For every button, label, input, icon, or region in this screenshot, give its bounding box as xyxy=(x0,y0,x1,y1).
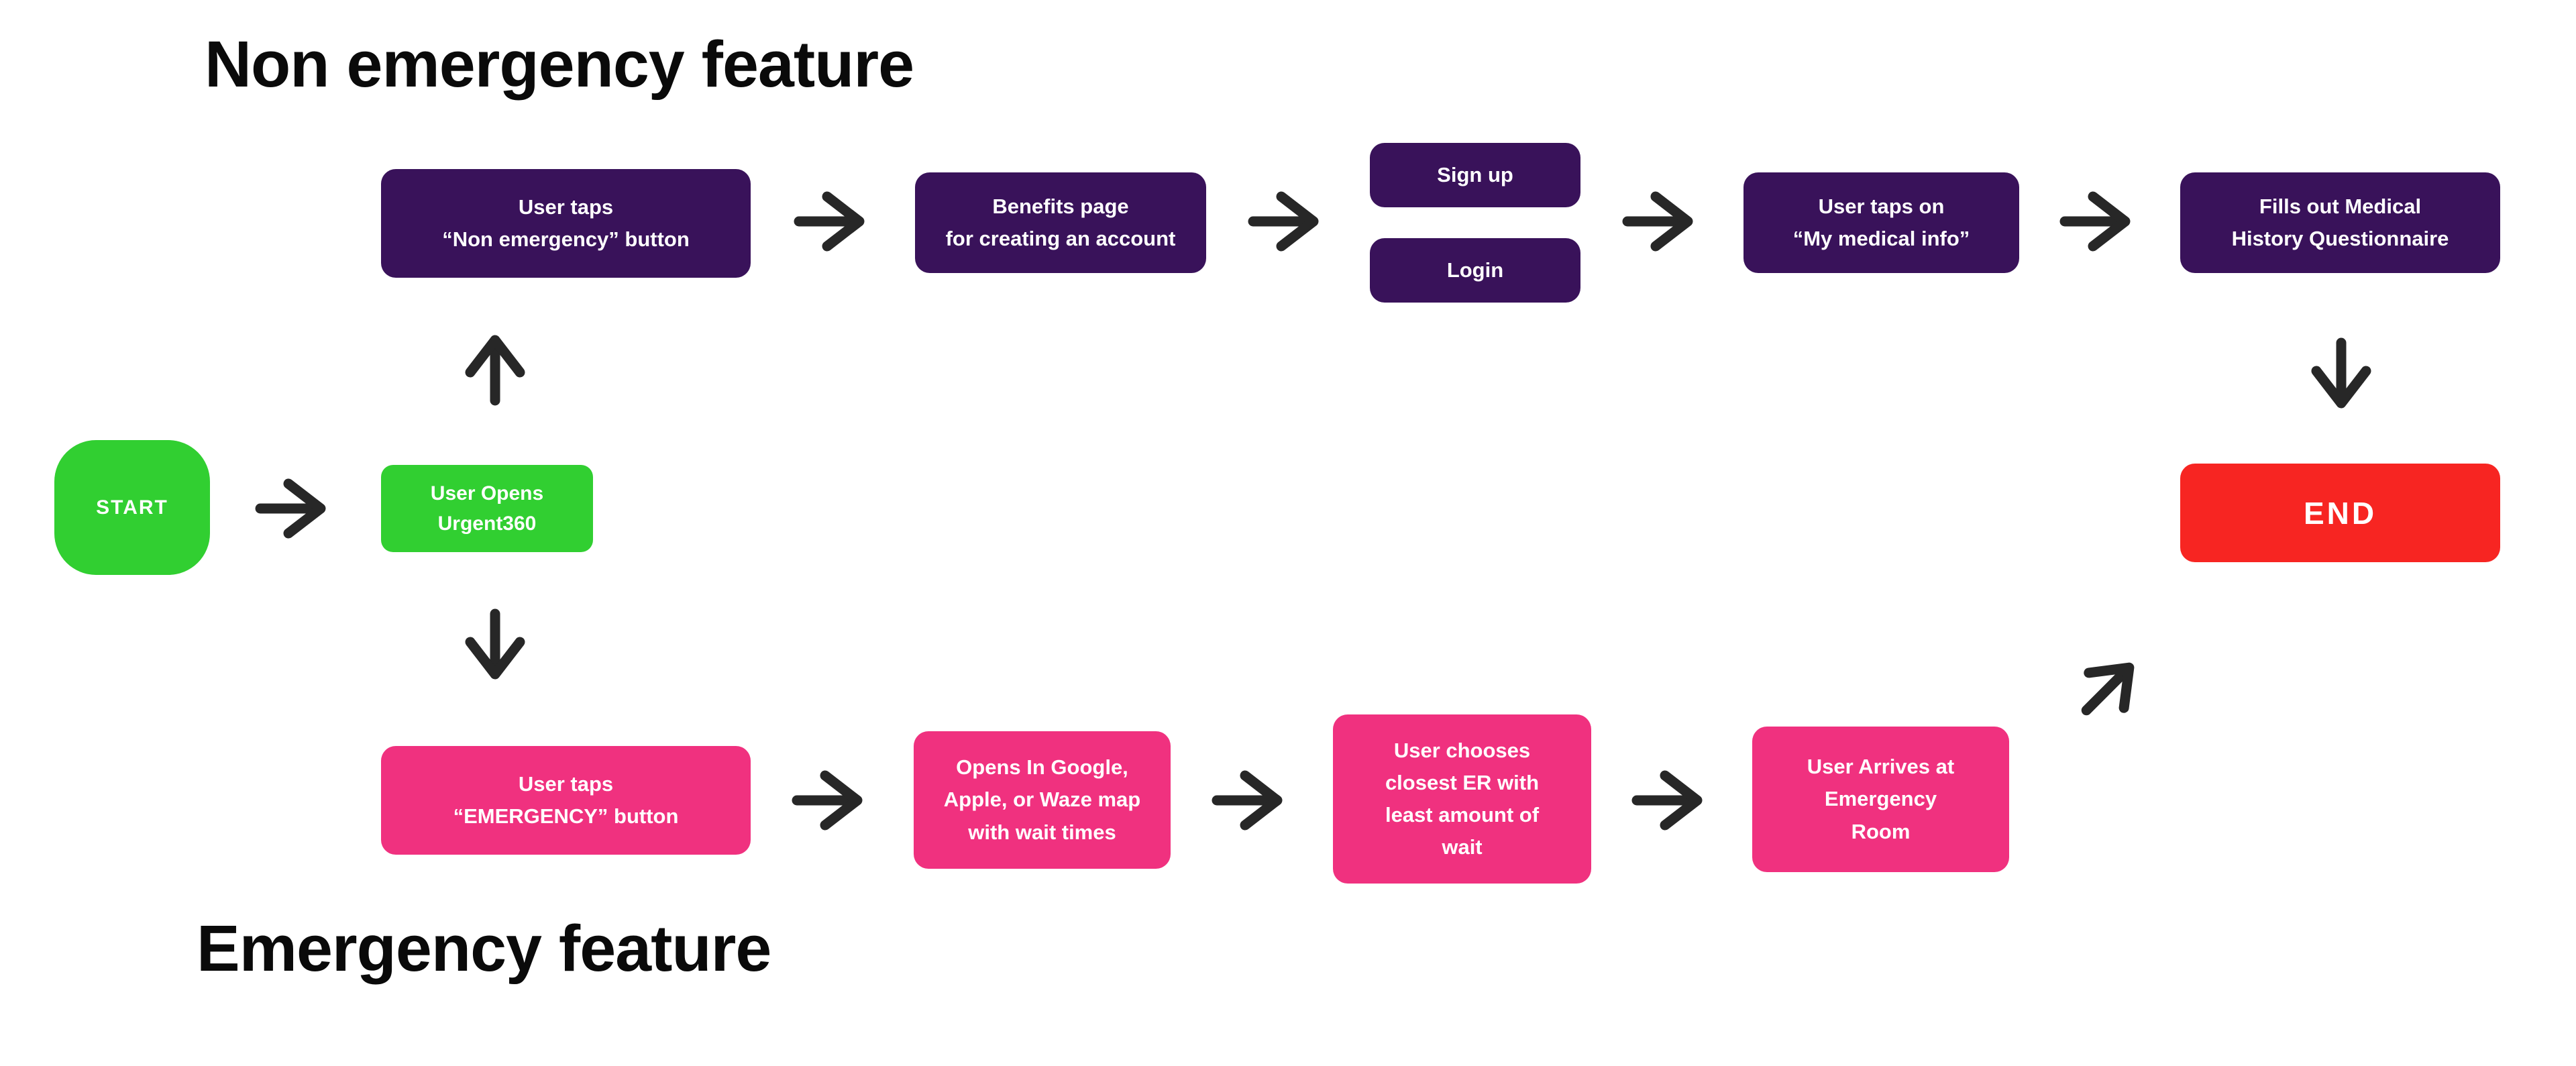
node-opens-map: Opens In Google, Apple, or Waze map with… xyxy=(914,731,1171,869)
arrow-up-icon xyxy=(462,325,529,406)
emergency-title: Emergency feature xyxy=(197,912,771,985)
node-tap-emergency: User taps “EMERGENCY” button xyxy=(381,746,751,855)
arrow-right-icon xyxy=(794,188,874,255)
node-benefits-page: Benefits page for creating an account xyxy=(915,172,1206,273)
arrow-right-icon xyxy=(1631,767,1712,834)
arrow-down-icon xyxy=(2308,337,2375,418)
label-line: User taps xyxy=(518,195,614,219)
node-medical-history-questionnaire: Fills out Medical History Questionnaire xyxy=(2180,172,2500,273)
label-line: User Opens xyxy=(430,482,544,504)
node-choose-closest-er: User chooses closest ER with least amoun… xyxy=(1333,714,1591,884)
label-line: Benefits page xyxy=(992,194,1129,218)
arrow-right-icon xyxy=(255,475,335,542)
label-line: START xyxy=(96,496,168,519)
node-tap-non-emergency: User taps “Non emergency” button xyxy=(381,169,751,278)
label-line: “My medical info” xyxy=(1792,227,1970,250)
label-line: END xyxy=(2303,495,2377,531)
label-line: Room xyxy=(1851,819,1911,843)
node-end: END xyxy=(2180,464,2500,562)
label-line: wait xyxy=(1442,835,1483,859)
label-line: Opens In Google, xyxy=(956,755,1128,780)
node-login: Login xyxy=(1370,238,1580,303)
label-line: Sign up xyxy=(1437,162,1513,186)
label-line: closest ER with xyxy=(1385,770,1540,794)
label-line: with wait times xyxy=(968,820,1116,844)
arrow-right-icon xyxy=(2059,188,2140,255)
arrow-right-icon xyxy=(792,767,872,834)
label-line: Urgent360 xyxy=(437,513,537,535)
node-start: START xyxy=(54,440,210,575)
node-user-opens-urgent360: User Opens Urgent360 xyxy=(381,465,593,552)
arrow-down-icon xyxy=(462,608,529,689)
label-line: “Non emergency” button xyxy=(442,227,690,251)
label-line: Apple, or Waze map xyxy=(943,788,1141,812)
arrow-right-icon xyxy=(1622,188,1703,255)
arrow-right-icon xyxy=(1212,767,1292,834)
arrow-up-right-icon xyxy=(2059,633,2163,738)
node-arrives-emergency-room: User Arrives at Emergency Room xyxy=(1752,727,2009,872)
label-line: least amount of xyxy=(1385,803,1540,827)
label-line: User taps xyxy=(518,771,614,796)
label-line: User chooses xyxy=(1393,738,1531,762)
node-sign-up: Sign up xyxy=(1370,143,1580,207)
label-line: for creating an account xyxy=(945,227,1176,250)
label-line: History Questionnaire xyxy=(2231,227,2449,250)
arrow-right-icon xyxy=(1248,188,1328,255)
label-line: User Arrives at xyxy=(1807,755,1955,779)
label-line: Login xyxy=(1446,258,1504,282)
non-emergency-title: Non emergency feature xyxy=(205,28,914,101)
label-line: User taps on xyxy=(1818,194,1945,218)
label-line: “EMERGENCY” button xyxy=(453,804,679,828)
label-line: Fills out Medical xyxy=(2259,194,2422,218)
node-my-medical-info: User taps on “My medical info” xyxy=(1743,172,2019,273)
label-line: Emergency xyxy=(1824,787,1937,811)
